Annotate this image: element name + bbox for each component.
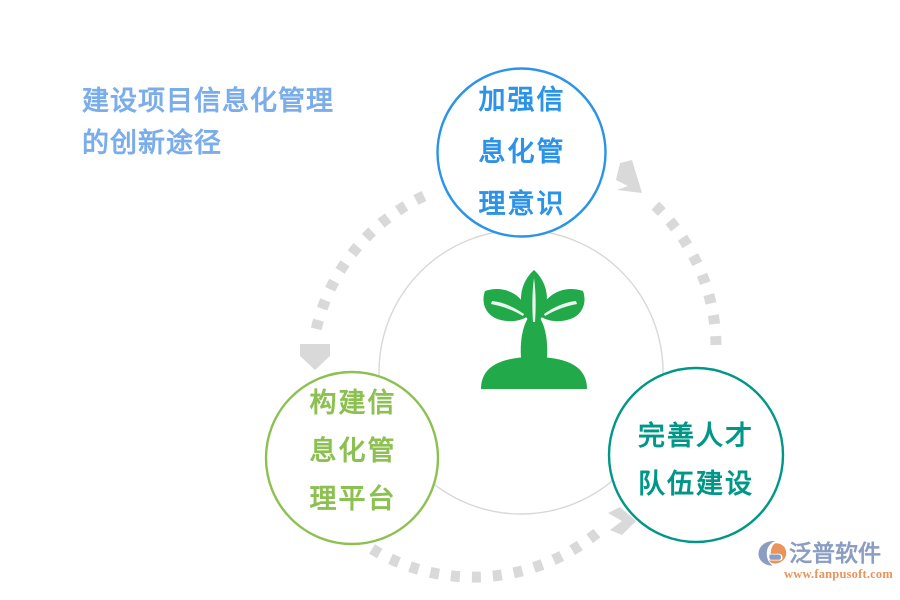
arrow-bottom-left-to-bottom-right [369,507,636,583]
fanpu-logo-mark-icon [758,541,787,566]
arrow-track [369,522,608,583]
arrowhead-right [608,507,636,535]
node-circle-bottom-left[interactable] [264,370,440,546]
page-title: 建设项目信息化管理 的创新途径 [82,86,334,158]
arrowhead-down [300,344,330,370]
sprout-plant-icon [481,270,587,389]
arrowhead-up-left [616,160,642,193]
arrow-top-to-bottom-left [300,191,427,370]
node-circle-top[interactable] [436,67,607,238]
node-circle-bottom-right[interactable] [607,366,785,544]
brand-name: 泛普软件 [789,540,881,566]
arrow-track [644,194,722,346]
brand-logo[interactable]: 泛普软件 www.fanpusoft.com [757,536,893,588]
brand-row: 泛普软件 [757,536,893,570]
brand-url: www.fanpusoft.com [784,567,893,581]
arrow-bottom-right-to-top [616,160,722,346]
arrow-track [310,191,427,332]
